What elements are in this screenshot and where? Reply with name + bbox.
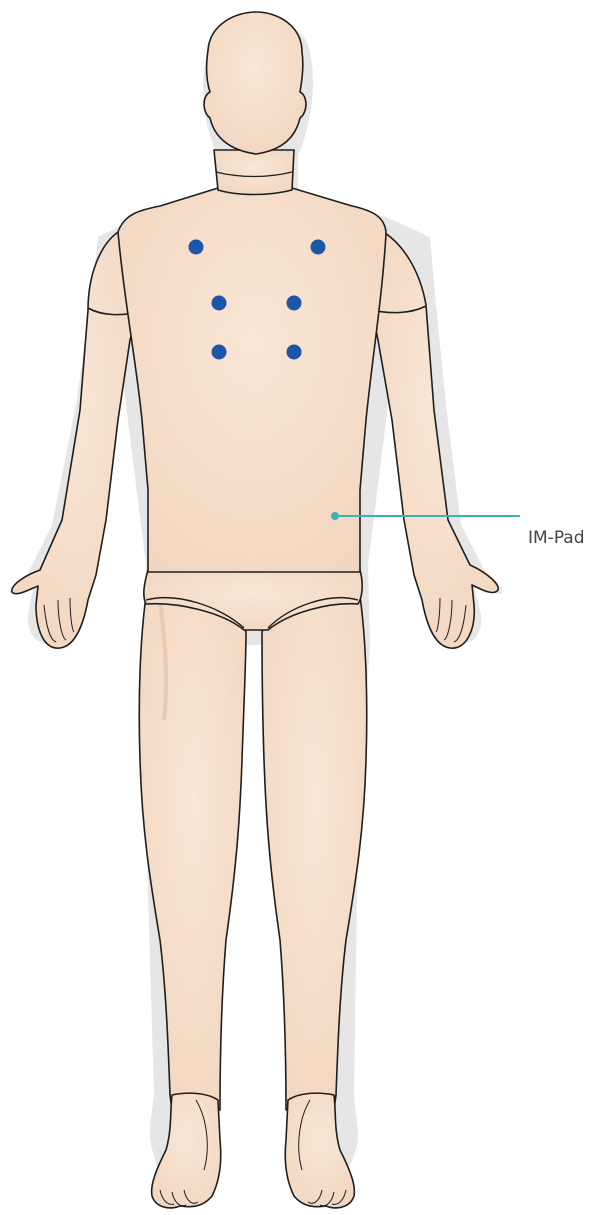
right-arm	[372, 230, 498, 648]
marker-upper-right	[311, 240, 326, 255]
im-pad-label: IM-Pad	[528, 528, 585, 548]
neck	[214, 150, 294, 195]
marker-lower-right	[287, 345, 302, 360]
left-arm	[12, 232, 138, 648]
torso	[118, 188, 386, 572]
marker-middle-right	[287, 296, 302, 311]
marker-lower-left	[212, 345, 227, 360]
im-pad-point	[331, 512, 339, 520]
marker-upper-left	[189, 240, 204, 255]
head	[204, 12, 306, 154]
marker-middle-left	[212, 296, 227, 311]
